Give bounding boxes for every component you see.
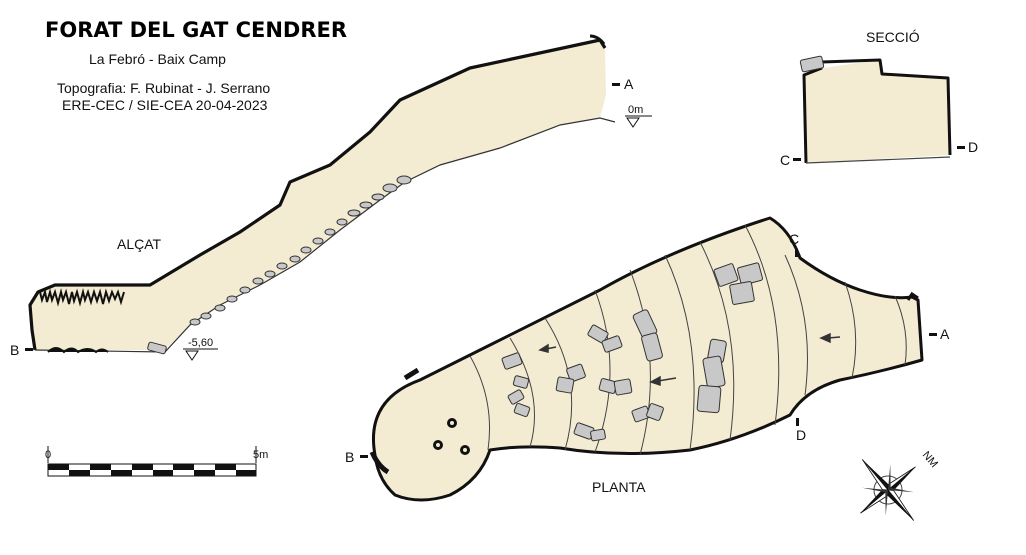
elevation-floor-deposit — [47, 347, 109, 354]
depth-entrance-marker — [625, 115, 652, 128]
survey-title: FORAT DEL GAT CENDRER — [45, 18, 347, 42]
credits-topography: Topografia: F. Rubinat - J. Serrano — [57, 80, 270, 96]
scale-end-label: 5m — [253, 449, 268, 461]
location-text: La Febró - Baix Camp — [89, 51, 226, 67]
elevation-block — [147, 341, 167, 355]
magnetic-north-label: NM — [920, 449, 940, 470]
plan-blocks — [501, 262, 764, 442]
elevation-point-b-marker — [25, 348, 33, 351]
elevation-block-chain — [189, 175, 412, 326]
scale-start-label: 0 — [45, 449, 51, 461]
elevation-point-a: A — [624, 76, 634, 92]
plan-point-d-marker — [796, 418, 799, 426]
elevation-ceiling-wall — [28, 38, 607, 351]
elevation-view — [28, 34, 616, 355]
plan-label: PLANTA — [592, 479, 646, 495]
compass-rose-icon — [860, 459, 916, 521]
plan-point-d: D — [796, 427, 806, 443]
plan-point-a-marker — [929, 333, 937, 336]
plan-speleothems — [433, 418, 470, 455]
scale-bar — [47, 446, 257, 477]
section-view — [799, 55, 952, 164]
plan-view — [369, 216, 924, 502]
plan-point-b-marker — [360, 455, 368, 458]
elevation-stalactites — [39, 288, 125, 307]
plan-flow-arrows — [538, 332, 841, 387]
elevation-point-a-marker — [612, 83, 620, 86]
section-point-c-marker — [793, 158, 801, 161]
section-wall — [802, 58, 952, 164]
plan-point-b: B — [345, 449, 354, 465]
section-floor — [805, 156, 951, 164]
plan-point-a: A — [940, 326, 950, 342]
section-point-d-marker — [957, 146, 965, 149]
section-block — [799, 55, 825, 73]
section-point-d: D — [968, 139, 978, 155]
section-label: SECCIÓ — [866, 29, 920, 45]
elevation-point-b: B — [10, 342, 19, 358]
depth-bottom-label: -5,60 — [188, 337, 213, 349]
depth-bottom-marker — [183, 348, 218, 361]
depth-entrance-label: 0m — [628, 104, 643, 116]
elevation-cave-fill — [30, 40, 606, 350]
section-point-c: C — [780, 152, 790, 168]
plan-point-c-marker — [795, 249, 798, 257]
section-cave-fill — [804, 60, 950, 163]
credits-clubs-date: ERE-CEC / SIE-CEA 20-04-2023 — [62, 97, 268, 113]
plan-section-lines — [469, 224, 907, 456]
plan-point-c: C — [789, 231, 799, 247]
elevation-label: ALÇAT — [117, 236, 162, 252]
